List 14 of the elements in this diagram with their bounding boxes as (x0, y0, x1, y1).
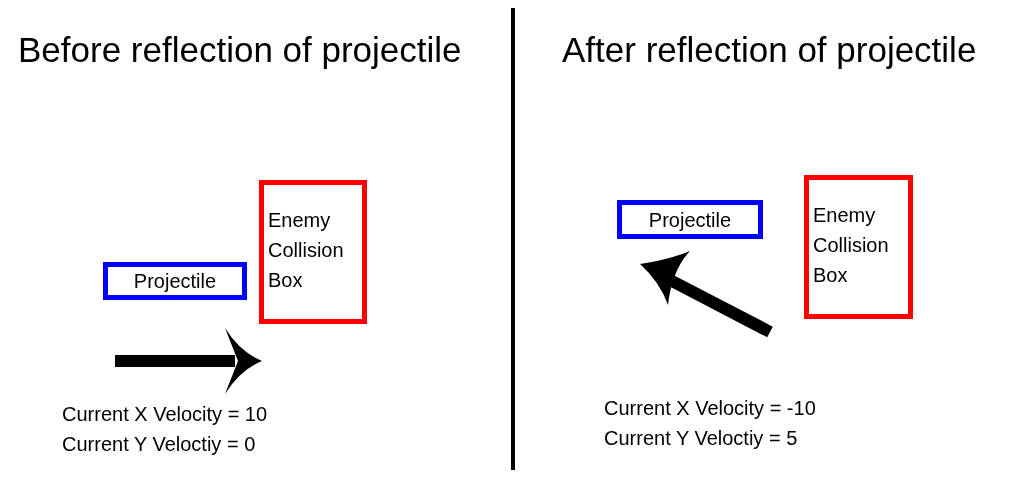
projectile-box (103, 262, 247, 300)
box-label: Enemy Collision Box (268, 208, 345, 293)
collision-box (259, 180, 367, 324)
panel-title: After reflection of projectile (562, 29, 977, 71)
velocity-text: Current X Velocity = 10 (62, 402, 268, 427)
box-label: Projectile (648, 207, 732, 233)
velocity-text: Current Y Veloctiy = 5 (604, 426, 798, 451)
box-label: Enemy Collision Box (813, 203, 890, 288)
velocity-text: Current Y Veloctiy = 0 (62, 432, 256, 457)
box-label: Projectile (133, 269, 217, 294)
projectile-box (617, 200, 763, 239)
velocity-text: Current X Velocity = -10 (604, 396, 816, 421)
panel-title: Before reflection of projectile (18, 29, 462, 71)
collision-box (804, 175, 913, 319)
